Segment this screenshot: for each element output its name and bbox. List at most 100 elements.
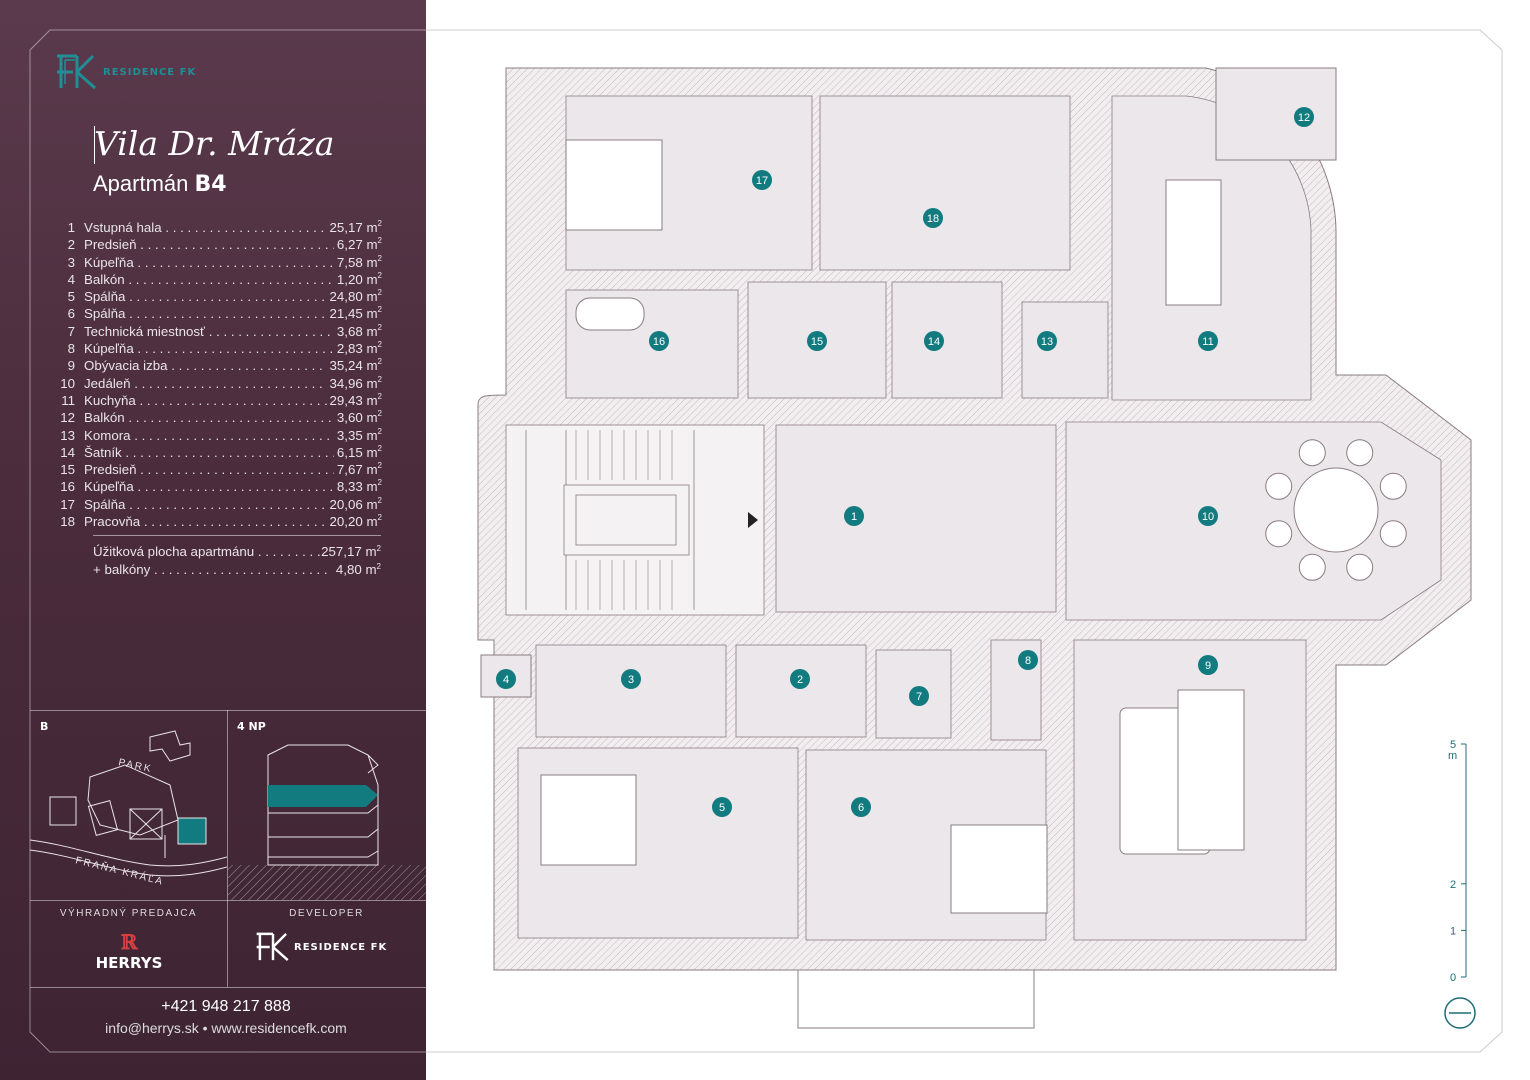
balcony-12 (1215, 67, 1337, 161)
svg-text:13: 13 (1041, 336, 1053, 348)
room-label-4: 4 (496, 669, 516, 689)
room-number: 14 (60, 444, 75, 460)
villa-title: Vila Dr. Mráza (94, 124, 335, 163)
herrys-wordmark: HERRYS (95, 954, 163, 972)
room-number: 5 (67, 289, 75, 305)
room-list-item: 10Jedáleň34,96 m2 (58, 375, 382, 392)
room-label-11: 11 (1198, 331, 1218, 351)
svg-text:17: 17 (756, 175, 768, 187)
seller-caption: VÝHRADNÝ PREDAJCA (59, 908, 198, 919)
svg-text:5: 5 (719, 802, 725, 814)
page-frame (426, 29, 1503, 1053)
room-number: 16 (60, 479, 75, 495)
room-number: 8 (67, 341, 75, 357)
room-label-1: 1 (844, 506, 864, 526)
room-label-10: 10 (1198, 506, 1218, 526)
room-name: Balkón (84, 271, 334, 288)
room-name: Predsieň (84, 461, 334, 478)
dining-chair (1265, 472, 1293, 500)
total-balcony-area: + balkóny 4,80 m2 (93, 562, 381, 577)
divider (30, 710, 426, 711)
svg-text:18: 18 (927, 213, 939, 225)
room-number: 12 (60, 410, 75, 426)
sidebar-frame (29, 29, 426, 1053)
room-label-17: 17 (752, 170, 772, 190)
floor-label: 4 NP (237, 720, 266, 733)
svg-text:9: 9 (1205, 660, 1211, 672)
svg-text:2: 2 (797, 674, 803, 686)
room-label-13: 13 (1037, 331, 1057, 351)
bathtub (575, 297, 645, 331)
room-name: Kúpeľňa (84, 478, 334, 495)
herrys-logo: ℝ HERRYS (86, 930, 172, 972)
developer-wordmark: RESIDENCE FK (294, 941, 388, 953)
room-label-8: 8 (1018, 650, 1038, 670)
room-name: Spálňa (84, 288, 327, 305)
room-area: 3,68 m2 (336, 322, 382, 339)
room-number: 9 (67, 358, 75, 374)
room-area: 7,58 m2 (336, 253, 382, 270)
title-bar (94, 126, 95, 164)
scale-unit: m (1448, 750, 1457, 762)
dining-chair (1265, 520, 1293, 548)
room-name: Šatník (84, 444, 334, 461)
room-label-14: 14 (924, 331, 944, 351)
room-number: 11 (61, 392, 75, 408)
room-label-12: 12 (1294, 107, 1314, 127)
stair-treads (575, 430, 673, 610)
svg-text:8: 8 (1025, 655, 1031, 667)
svg-text:6: 6 (858, 802, 864, 814)
room-name: Pracovňa (84, 513, 327, 530)
room-list-item: 14 Šatník6,15 m2 (58, 444, 382, 461)
room-list-item: 15Predsieň7,67 m2 (58, 461, 382, 478)
total-usable-area: Úžitková plocha apartmánu 257,17 m2 (93, 544, 381, 559)
developer-logo: RESIDENCE FK (255, 930, 387, 964)
room-name: Komora (84, 427, 334, 444)
svg-text:15: 15 (811, 336, 823, 348)
scale-tick-label: 5 (1450, 739, 1456, 751)
room-number: 6 (67, 306, 75, 322)
room-number: 1 (67, 220, 75, 235)
dining-chair (1346, 439, 1374, 467)
contact-phone[interactable]: +421 948 217 888 (161, 998, 291, 1015)
room-name: Jedáleň (84, 375, 327, 392)
room-label-7: 7 (909, 686, 929, 706)
room-area: 24,80 m2 (329, 288, 383, 305)
svg-text:3: 3 (628, 674, 634, 686)
entrance-arrow-icon (748, 512, 758, 528)
svg-text:12: 12 (1298, 112, 1310, 124)
apartment-code: B4 (194, 172, 227, 197)
divider (30, 900, 426, 901)
kitchen-island (1165, 179, 1222, 306)
entrance-annex (797, 969, 1035, 1029)
room-label-6: 6 (851, 797, 871, 817)
room-list-item: 18Pracovňa20,20 m2 (58, 513, 382, 530)
room-area: 8,33 m2 (336, 478, 382, 495)
svg-text:4: 4 (503, 674, 509, 686)
dining-chair (1379, 472, 1407, 500)
dining-chair (1298, 553, 1326, 581)
dining-table (1293, 467, 1379, 553)
room-label-5: 5 (712, 797, 732, 817)
room-area: 6,27 m2 (336, 236, 382, 253)
room-label-15: 15 (807, 331, 827, 351)
scale-tick-label: 0 (1450, 972, 1456, 984)
svg-text:1: 1 (851, 511, 857, 523)
apartment-label: Apartmán (93, 171, 189, 196)
room-number: 18 (60, 514, 75, 530)
contact-links[interactable]: info@herrys.sk • www.residencefk.com (105, 1020, 347, 1036)
divider (227, 710, 228, 987)
room-number: 3 (67, 254, 75, 270)
site-label-park: PARK (117, 757, 153, 775)
divider (93, 535, 381, 536)
sofa (1119, 689, 1245, 855)
room-area: 6,15 m2 (336, 443, 382, 460)
residencefk-logo-icon (256, 932, 289, 962)
room-area: 21,45 m2 (329, 305, 383, 322)
room-number: 10 (60, 375, 75, 391)
room-number: 17 (60, 496, 75, 512)
